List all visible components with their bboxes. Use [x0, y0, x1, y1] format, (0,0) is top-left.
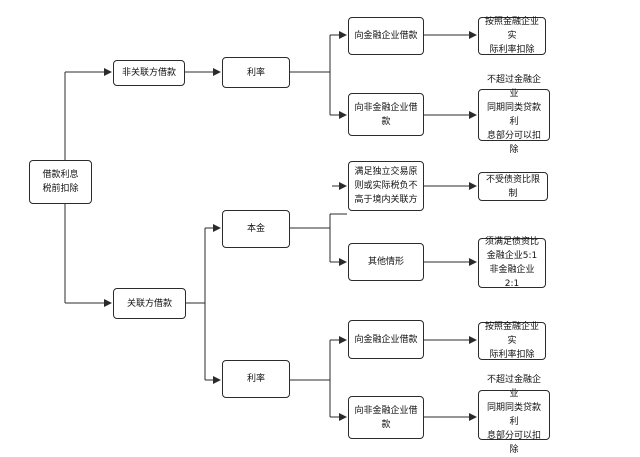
node-arm-length: 满足独立交易原 则或实际税负不 高于境内关联方: [348, 161, 424, 211]
node-r-financial-label: 向金融企业借款: [354, 334, 418, 345]
node-nr-financial-label: 向金融企业借款: [354, 31, 418, 41]
node-r-nonfinancial-result-label: 不超过金融企业 同期同类贷款利 息部分可以扣除: [486, 375, 541, 455]
connector-lines: [64, 31, 477, 421]
node-other-cases-label: 其他情形: [367, 257, 404, 267]
node-non-related-loan-label: 非关联方借款: [121, 68, 176, 78]
node-r-nonfinancial-result: 不超过金融企业 同期同类贷款利 息部分可以扣除: [478, 375, 550, 455]
node-non-related-rate-label: 利率: [246, 67, 265, 78]
node-principal-label: 本金: [246, 224, 265, 234]
node-non-related-rate: 利率: [222, 57, 290, 88]
node-nr-financial-result: 按照金融企业实 际利率扣除: [478, 17, 546, 55]
node-r-nonfinancial-label: 向非金融企业借 款: [354, 405, 418, 430]
node-related-rate-label: 利率: [246, 374, 265, 384]
node-no-debt-limit-label: 不受债资比限制: [485, 174, 540, 199]
node-no-debt-limit: 不受债资比限制: [478, 172, 548, 201]
node-r-financial: 向金融企业借款: [348, 320, 424, 359]
node-debt-ratio: 须满足债资比 金融企业5:1 非金融企业2:1: [478, 237, 546, 289]
node-r-nonfinancial: 向非金融企业借 款: [348, 396, 424, 439]
node-non-related-loan: 非关联方借款: [113, 60, 185, 86]
node-related-loan: 关联方借款: [113, 288, 186, 319]
node-r-financial-result: 按照金融企业实 际利率扣除: [478, 322, 546, 360]
node-debt-ratio-label: 须满足债资比 金融企业5:1 非金融企业2:1: [484, 237, 539, 289]
node-nr-nonfinancial-result: 不超过金融企业 同期同类贷款利 息部分可以扣除: [478, 75, 550, 155]
node-root-label: 借款利息 税前扣除: [42, 170, 79, 194]
node-root: 借款利息 税前扣除: [29, 160, 92, 204]
node-nr-financial: 向金融企业借款: [348, 17, 424, 55]
node-related-rate: 利率: [222, 360, 290, 398]
node-nr-financial-result-label: 按照金融企业实 际利率扣除: [484, 17, 539, 55]
node-nr-nonfinancial-label: 向非金融企业借 款: [354, 102, 418, 127]
node-r-financial-result-label: 按照金融企业实 际利率扣除: [484, 322, 539, 360]
node-arm-length-label: 满足独立交易原 则或实际税负不 高于境内关联方: [354, 167, 418, 205]
node-principal: 本金: [222, 210, 290, 248]
node-related-loan-label: 关联方借款: [126, 298, 172, 309]
node-nr-nonfinancial: 向非金融企业借 款: [348, 93, 424, 136]
node-other-cases: 其他情形: [348, 243, 424, 281]
node-nr-nonfinancial-result-label: 不超过金融企业 同期同类贷款利 息部分可以扣除: [486, 75, 541, 155]
